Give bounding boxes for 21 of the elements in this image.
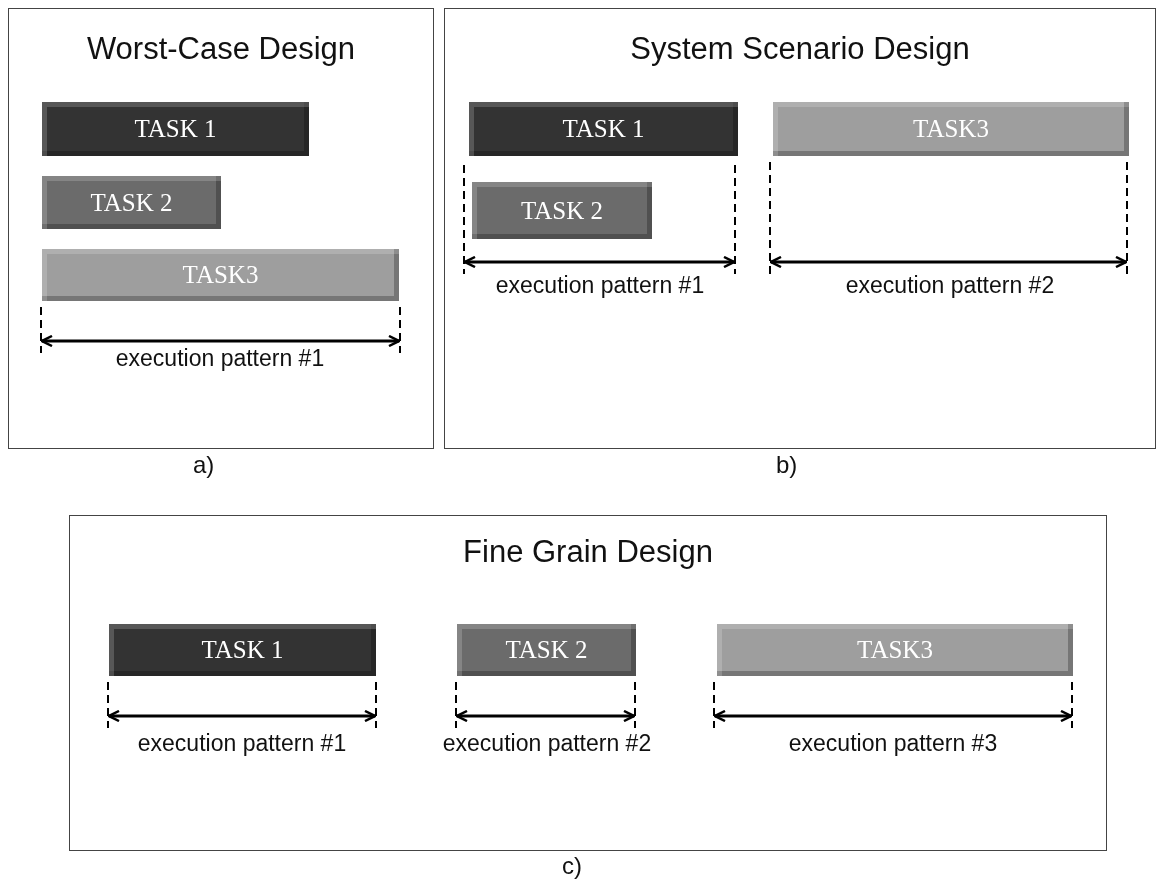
task-bar: TASK3 (42, 249, 399, 301)
pattern-label: execution pattern #2 (845, 272, 1055, 299)
task-bar: TASK3 (773, 102, 1129, 156)
panel-title: Fine Grain Design (463, 534, 713, 570)
panel-letter: b) (776, 451, 798, 479)
panel-letter: a) (193, 451, 215, 479)
task-bar: TASK 1 (109, 624, 376, 676)
panel-title: System Scenario Design (630, 31, 970, 67)
task-bar: TASK3 (717, 624, 1073, 676)
panel-letter: c) (562, 852, 582, 880)
task-bar: TASK 2 (42, 176, 221, 229)
pattern-label: execution pattern #1 (495, 272, 705, 299)
pattern-label: execution pattern #1 (137, 730, 347, 757)
task-bar: TASK 1 (469, 102, 738, 156)
task-bar: TASK 2 (472, 182, 652, 239)
pattern-label: execution pattern #2 (442, 730, 652, 757)
pattern-label: execution pattern #1 (115, 345, 325, 372)
panel-title: Worst-Case Design (86, 31, 356, 67)
pattern-label: execution pattern #3 (788, 730, 998, 757)
task-bar: TASK 1 (42, 102, 309, 156)
task-bar: TASK 2 (457, 624, 636, 676)
